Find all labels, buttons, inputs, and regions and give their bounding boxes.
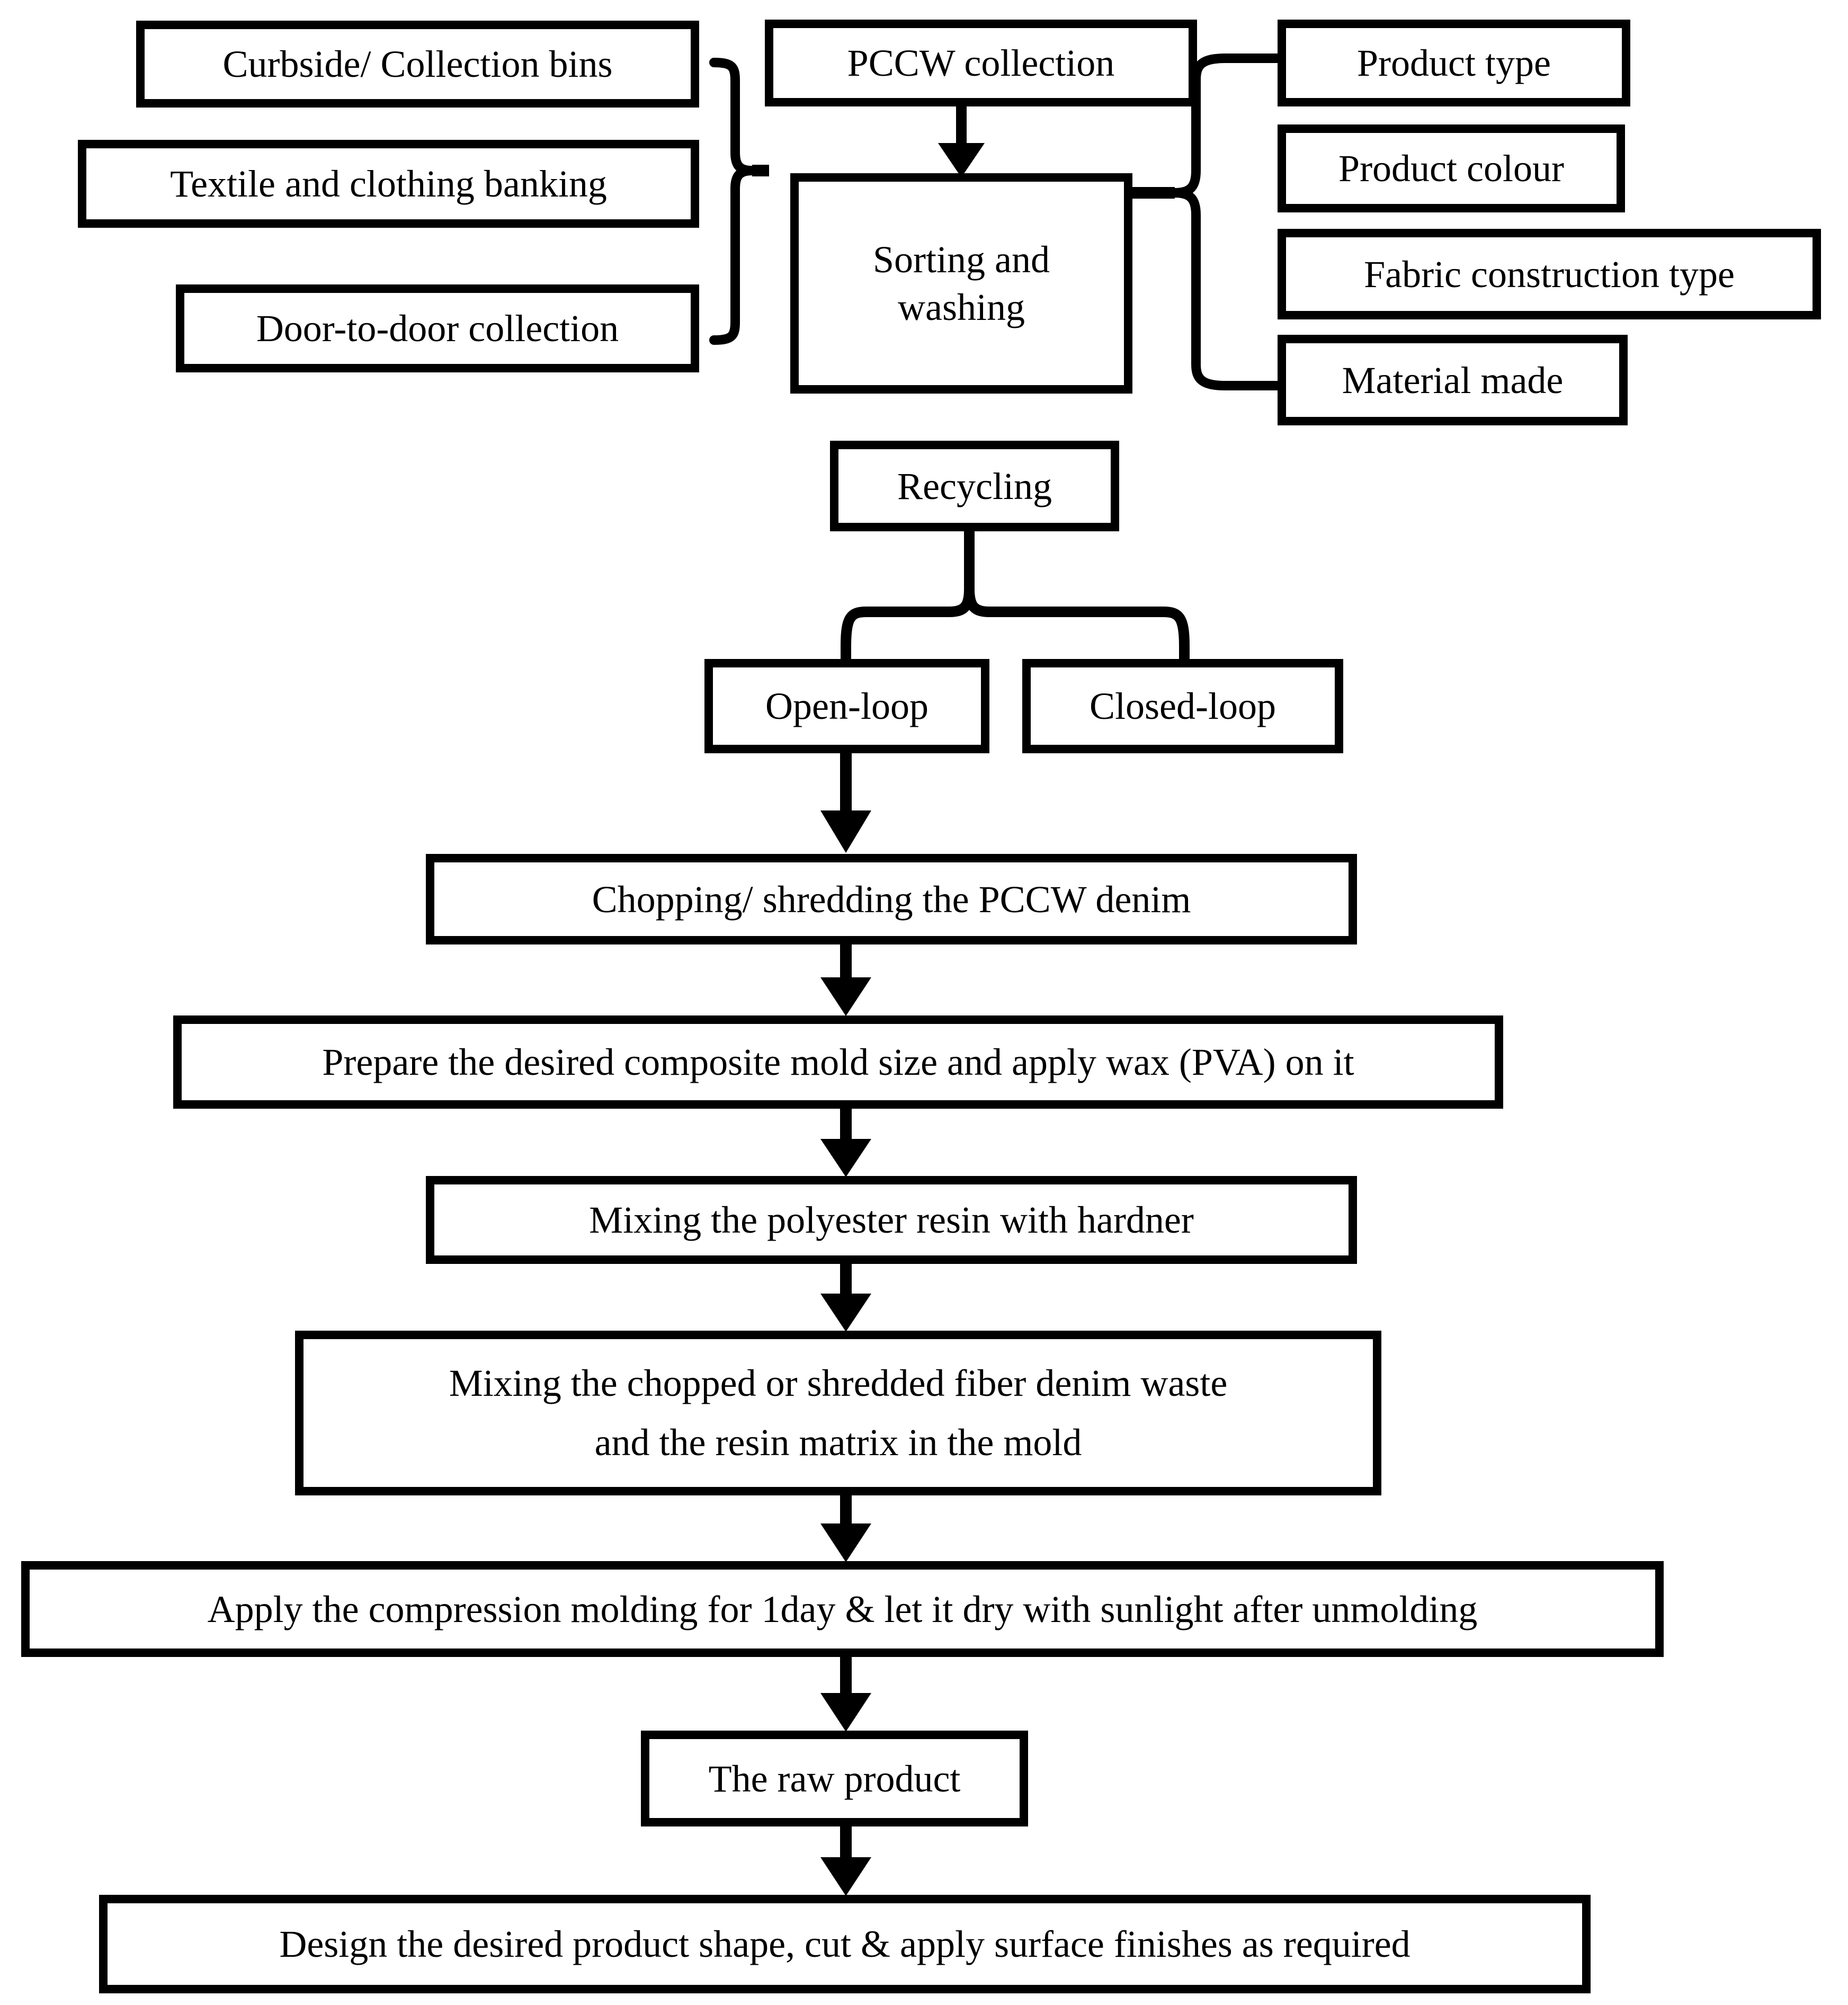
box-mixing-resin-hardner[interactable] [426, 1176, 1357, 1264]
arrow-prepare-to-mixing-resin-head [820, 1139, 871, 1177]
arrow-openloop-to-chopping-head [820, 810, 871, 853]
box-raw-product[interactable] [641, 1731, 1028, 1826]
box-mixing-fiber-resin[interactable] [295, 1331, 1381, 1495]
box-open-loop[interactable] [704, 659, 989, 753]
arrow-mixing-fiber-to-compression-head [820, 1523, 871, 1562]
box-recycling[interactable] [830, 441, 1119, 531]
arrow-mixing-resin-to-fiber-head [820, 1294, 871, 1332]
box-textile-clothing-banking[interactable] [78, 140, 699, 228]
box-pccw-collection[interactable] [765, 20, 1197, 106]
box-curbside-collection-bins[interactable] [136, 21, 699, 108]
box-prepare-mold[interactable] [173, 1015, 1503, 1109]
arrow-pccw-to-sorting-head [938, 143, 985, 177]
arrow-raw-product-to-design-head [820, 1857, 871, 1896]
box-material-made[interactable] [1278, 335, 1628, 425]
box-product-colour[interactable] [1278, 124, 1625, 212]
box-compression-molding[interactable] [21, 1561, 1664, 1657]
brace-collection-sources [709, 58, 757, 345]
box-sorting-and-washing[interactable] [790, 173, 1132, 394]
box-chopping-shredding[interactable] [426, 854, 1357, 944]
box-product-type[interactable] [1278, 20, 1630, 106]
box-fabric-construction-type[interactable] [1278, 229, 1821, 319]
box-closed-loop[interactable] [1022, 659, 1343, 753]
arrow-chopping-to-prepare-head [820, 977, 871, 1016]
box-door-to-door-collection[interactable] [176, 284, 699, 372]
arrow-compression-to-raw-product-head [820, 1693, 871, 1732]
box-design-product[interactable] [99, 1895, 1591, 1993]
brace-sorting-attributes [1170, 54, 1230, 390]
brace-recycling-branch [841, 584, 1190, 652]
